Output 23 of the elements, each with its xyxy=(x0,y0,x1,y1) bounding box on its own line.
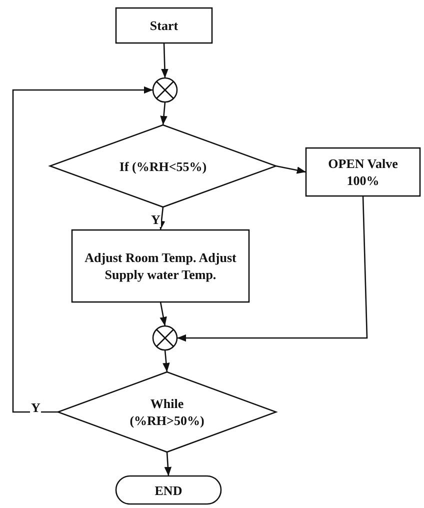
arrow xyxy=(160,302,167,326)
arrow xyxy=(276,165,306,174)
node-label: Adjust Room Temp. Adjust Supply water Temp. xyxy=(84,249,238,283)
decision-diamond xyxy=(56,371,278,453)
arrow xyxy=(161,42,168,78)
decision-diamond xyxy=(48,124,278,208)
arrow xyxy=(12,86,153,413)
junction-circle xyxy=(152,325,178,351)
process-box xyxy=(71,229,250,303)
junction-circle xyxy=(152,77,178,103)
node-label: OPEN Valve 100% xyxy=(327,155,399,189)
arrow xyxy=(160,102,168,126)
process-box xyxy=(305,147,421,197)
arrow xyxy=(164,452,172,476)
start-box xyxy=(115,7,213,44)
node-label: While (%RH>50%) xyxy=(128,395,206,429)
arrow xyxy=(177,196,368,342)
arrow xyxy=(162,350,170,372)
node-label: Start xyxy=(150,17,178,34)
terminal-box xyxy=(115,475,222,505)
node-label: If (%RH<55%) xyxy=(119,158,207,174)
arrow xyxy=(158,206,166,230)
node-label: END xyxy=(154,482,182,498)
